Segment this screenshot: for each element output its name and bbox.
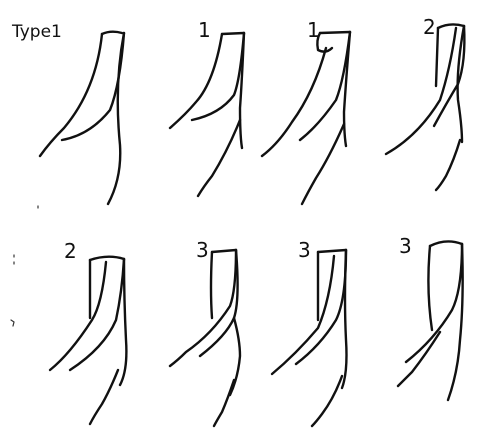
profile-label-1a: 1 [198,18,211,42]
profile-label-2b: 2 [64,239,77,263]
scan-specks [11,206,38,326]
profile-drawing-1 [40,32,124,204]
profile-drawing-4 [386,24,464,190]
profile-drawing-8 [398,241,463,400]
profile-3b: 3 [272,238,347,426]
profile-label-3a: 3 [196,238,209,262]
profile-1b: 1 [262,18,350,204]
profile-drawing-3 [262,32,350,204]
profile-drawing-6 [170,250,240,426]
profile-label-3c: 3 [399,234,412,258]
profile-2b: 2 [50,239,126,424]
profile-drawing-7 [272,250,347,426]
profile-2a: 2 [386,15,464,190]
profile-3a: 3 [170,238,240,426]
profile-3c: 3 [398,234,463,400]
profile-label-2a: 2 [423,15,436,39]
profile-drawing-2 [170,33,244,196]
profile-1a: 1 [170,18,244,196]
profile-type1: Type1 [11,22,124,204]
profile-label-type1: Type1 [11,22,62,42]
profile-label-3b: 3 [298,238,311,262]
profile-drawing-5 [50,257,126,424]
